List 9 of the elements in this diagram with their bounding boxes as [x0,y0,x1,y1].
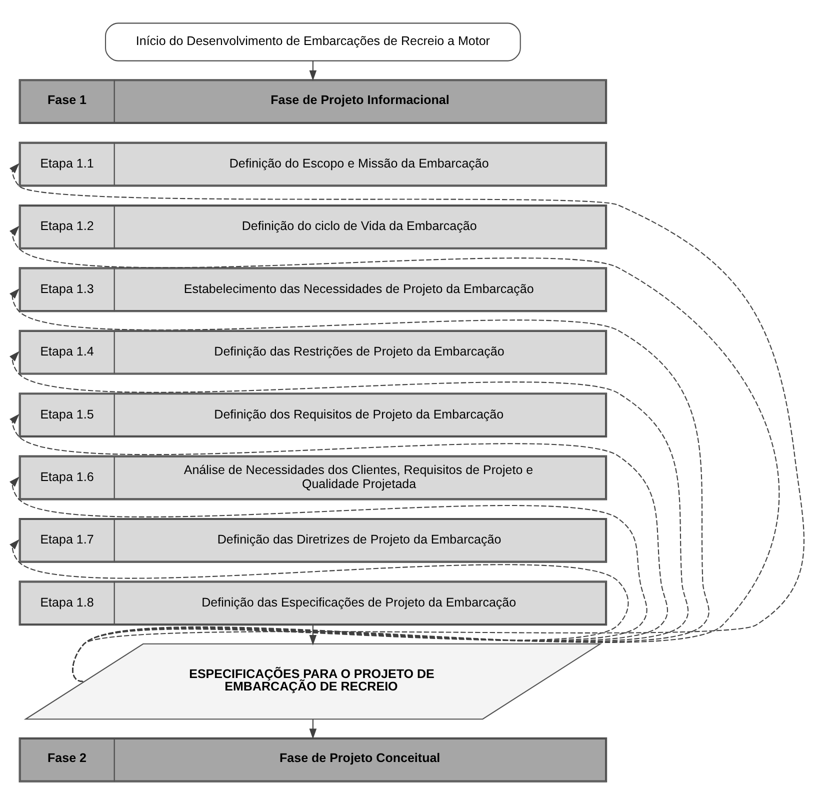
arrow [309,718,317,739]
arrow [10,413,668,682]
arrow [309,60,317,80]
arrow [10,538,629,682]
arrow [10,350,688,682]
arrow [10,288,709,682]
node-box: Início do Desenvolvimento de Embarcações de Recreio a Motor [105,22,521,61]
arrow [10,476,648,682]
arrow [309,624,317,645]
